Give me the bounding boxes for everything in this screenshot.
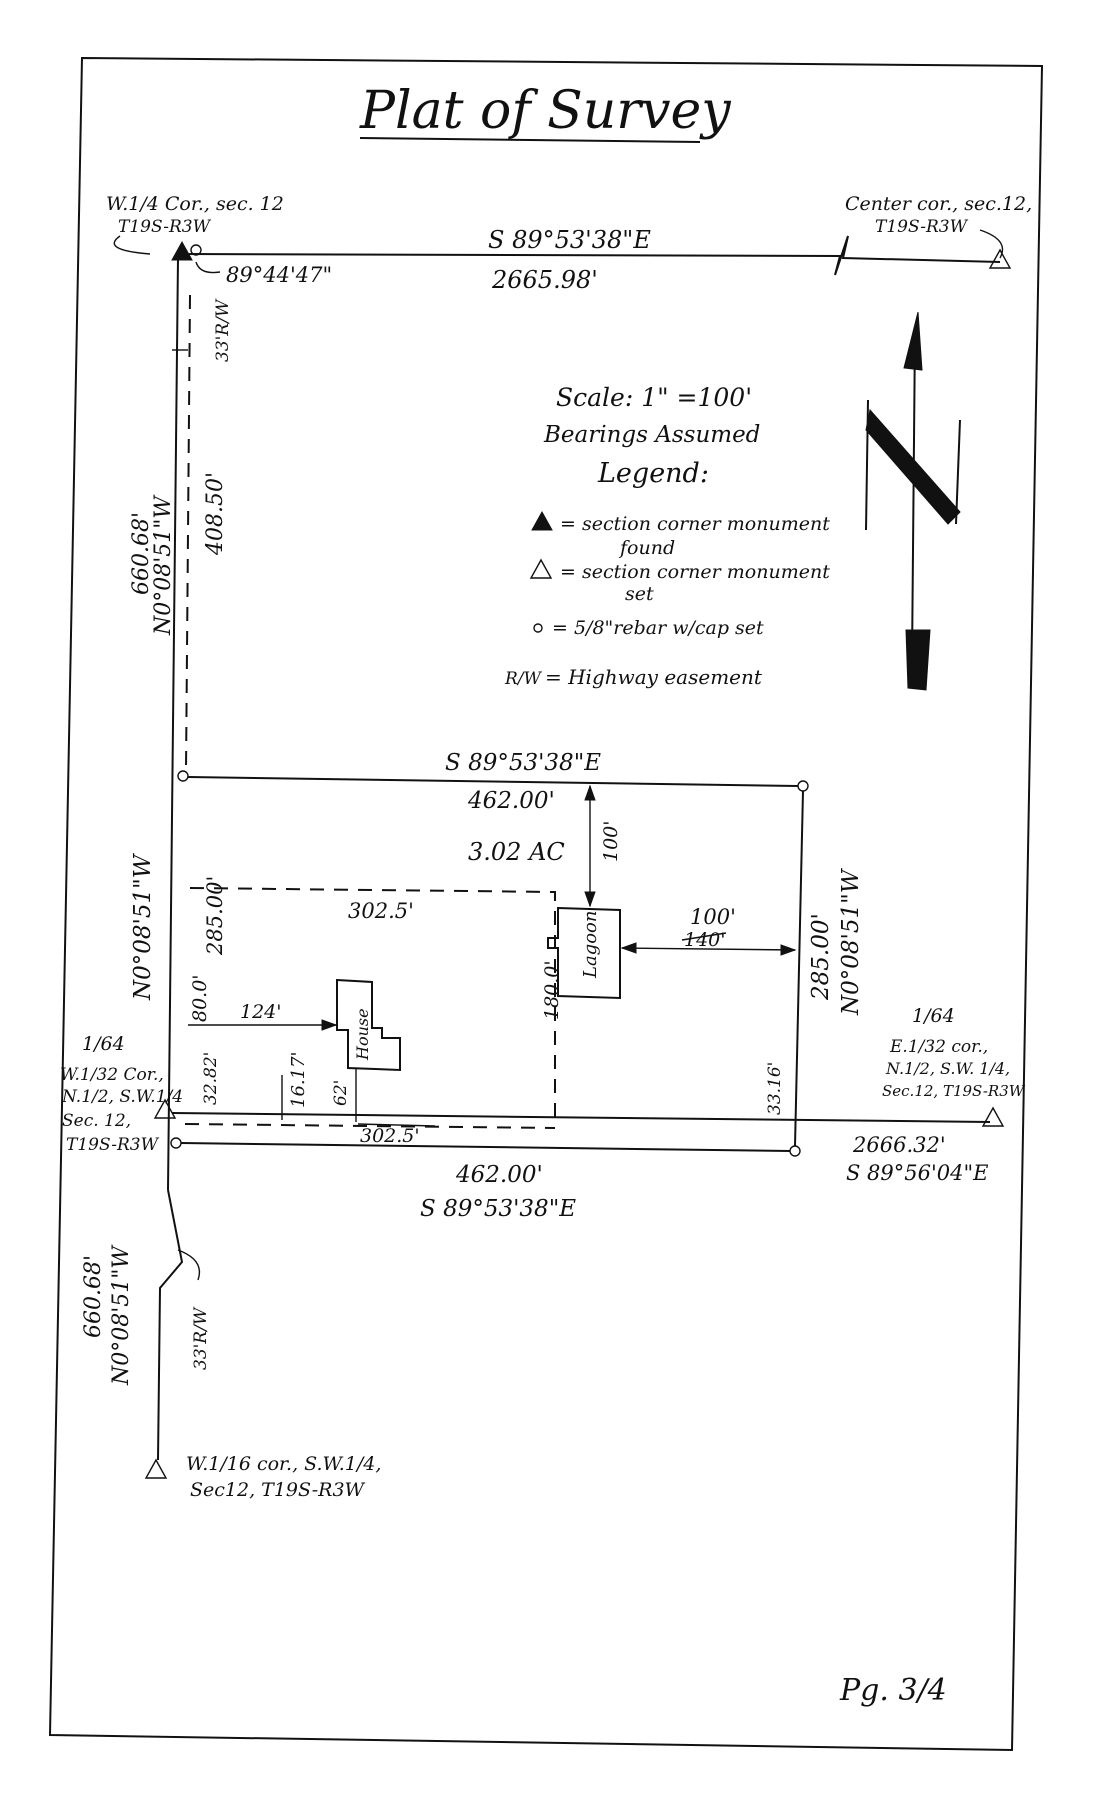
title: Plat of Survey — [359, 81, 731, 141]
north-arrow-letter: N — [0, 0, 2, 1]
south-line-bearing: S 89°56'04"E — [846, 1161, 989, 1185]
house-area-dashed — [189, 887, 556, 1126]
west-section-line-upper — [167, 257, 179, 1191]
legend-scale: Scale: 1" =100' — [556, 383, 752, 412]
west-bearing-lower: N0°08'51"W — [109, 1244, 134, 1386]
house-outline — [336, 978, 401, 1072]
angle-arc — [195, 261, 221, 274]
ne-corner-label-1: Center cor., sec.12, — [845, 193, 1032, 215]
w-1-64-label-3: N.1/2, S.W.1/4 — [61, 1087, 183, 1107]
north-bearing: S 89°53'38"E — [488, 226, 651, 254]
west-row-line-upper — [185, 294, 191, 771]
east-bearing-parcel: N0°08'51"W — [838, 867, 864, 1016]
row-south-label: 33'R/W — [191, 1306, 211, 1370]
rebar-icon — [190, 244, 202, 256]
found-monument-icon — [171, 240, 193, 261]
north-section-line — [181, 235, 1001, 276]
legend-rw-symbol: R/W — [504, 669, 543, 689]
west-bearing-parcel: N0°08'51"W — [130, 852, 156, 1001]
row-north-label: 33'R/W — [213, 298, 233, 362]
west-section-line-lower — [157, 1189, 184, 1461]
parcel-east-line — [794, 790, 804, 1147]
w-1-64-label-2: W.1/32 Cor., — [60, 1065, 164, 1085]
ne-corner-label-2: T19S-R3W — [875, 217, 969, 237]
strike-line — [681, 932, 727, 941]
lagoon-outline — [547, 906, 621, 1000]
legend-rebar: = 5/8"rebar w/cap set — [552, 617, 764, 639]
west-dist-408: 408.50' — [203, 472, 228, 556]
rebar-nw-parcel — [177, 770, 189, 782]
sw-corner-label-2: Sec12, T19S-R3W — [190, 1479, 366, 1501]
e-1-64-label-3: N.1/2, S.W. 1/4, — [885, 1059, 1010, 1078]
title-underline — [359, 137, 701, 143]
legend-heading: Legend: — [597, 458, 709, 489]
lagoon-setback-line — [621, 947, 796, 951]
parcel-south-dist: 462.00' — [455, 1162, 543, 1188]
dim-33-16: 33.16' — [765, 1062, 785, 1115]
page-border — [48, 56, 1044, 1752]
dim-100-horiz: 100' — [690, 905, 736, 929]
east-dist-285: 285.00' — [808, 913, 834, 1001]
west-distance-upper: 660.68' — [129, 512, 154, 595]
parcel-north-dist: 462.00' — [467, 788, 555, 814]
quarter-line — [171, 1112, 991, 1123]
legend-set-icon — [529, 558, 553, 579]
parcel-south-line — [180, 1142, 791, 1152]
rebar-ne-parcel — [797, 780, 809, 792]
legend-rebar-icon — [533, 623, 543, 633]
dim-62: 62' — [331, 1080, 351, 1106]
parcel-north-line — [187, 776, 799, 787]
dim-124: 124' — [240, 1001, 282, 1023]
e-1-64-label-2: E.1/32 cor., — [889, 1037, 988, 1057]
set-monument-icon — [988, 248, 1012, 269]
w-1-64-label-1: 1/64 — [82, 1033, 125, 1055]
dim-302-top: 302.5' — [348, 899, 414, 923]
nw-leader — [113, 235, 151, 255]
parcel-south-bearing: S 89°53'38"E — [420, 1196, 576, 1222]
setback-100-vert: 100' — [600, 821, 622, 863]
dim-302-bottom-line — [357, 1123, 436, 1127]
nw-angle: 89°44'47" — [226, 263, 332, 287]
legend-found-2: found — [618, 537, 675, 559]
west-bearing-upper: N0°08'51"W — [151, 494, 176, 636]
dim-32-82: 32.82' — [201, 1052, 221, 1105]
dim-180: 180.0' — [541, 960, 563, 1020]
sw-corner-label-1: W.1/16 cor., S.W.1/4, — [186, 1453, 381, 1475]
w-1-64-label-4: Sec. 12, — [62, 1111, 131, 1131]
legend-found: = section corner monument — [560, 513, 830, 535]
west-dist-285: 285.00' — [203, 876, 227, 956]
e-1-64-monument — [981, 1106, 1005, 1127]
w-1-64-label-5: T19S-R3W — [66, 1135, 160, 1155]
legend-bearings: Bearings Assumed — [543, 422, 760, 448]
north-arrow: N — [0, 0, 961, 691]
ne-leader — [979, 229, 1004, 259]
dim-302-bottom: 302.5' — [360, 1125, 420, 1147]
parcel-north-bearing: S 89°53'38"E — [445, 750, 601, 776]
lagoon-label: Lagoon — [580, 911, 601, 979]
legend-rw: = Highway easement — [545, 665, 763, 689]
rebar-se-parcel — [789, 1145, 801, 1157]
page-number: Pg. 3/4 — [839, 1673, 947, 1708]
legend-set: = section corner monument — [560, 561, 830, 583]
w-1-64-monument — [153, 1098, 177, 1119]
sw-monument — [144, 1458, 168, 1479]
west-distance-lower: 660.68' — [81, 1255, 106, 1338]
nw-corner-label-2: T19S-R3W — [118, 217, 212, 237]
e-1-64-label-4: Sec.12, T19S-R3W — [882, 1082, 1026, 1100]
acreage: 3.02 AC — [468, 838, 565, 866]
e-1-64-label-1: 1/64 — [912, 1005, 955, 1027]
dim-16-17: 16.17' — [288, 1052, 309, 1108]
dim-80: 80.0' — [189, 974, 211, 1022]
legend-found-icon — [531, 510, 553, 531]
rebar-sw-parcel — [170, 1137, 182, 1149]
dim-140-struck: 140' — [684, 929, 726, 951]
legend-set-2: set — [625, 583, 654, 605]
row-south-dashed — [184, 1123, 556, 1129]
south-line-dist: 2666.32' — [852, 1133, 946, 1157]
row-south-leader — [177, 1249, 201, 1281]
house-label: House — [353, 1008, 372, 1061]
north-distance: 2665.98' — [491, 266, 598, 294]
nw-corner-label-1: W.1/4 Cor., sec. 12 — [106, 193, 284, 215]
